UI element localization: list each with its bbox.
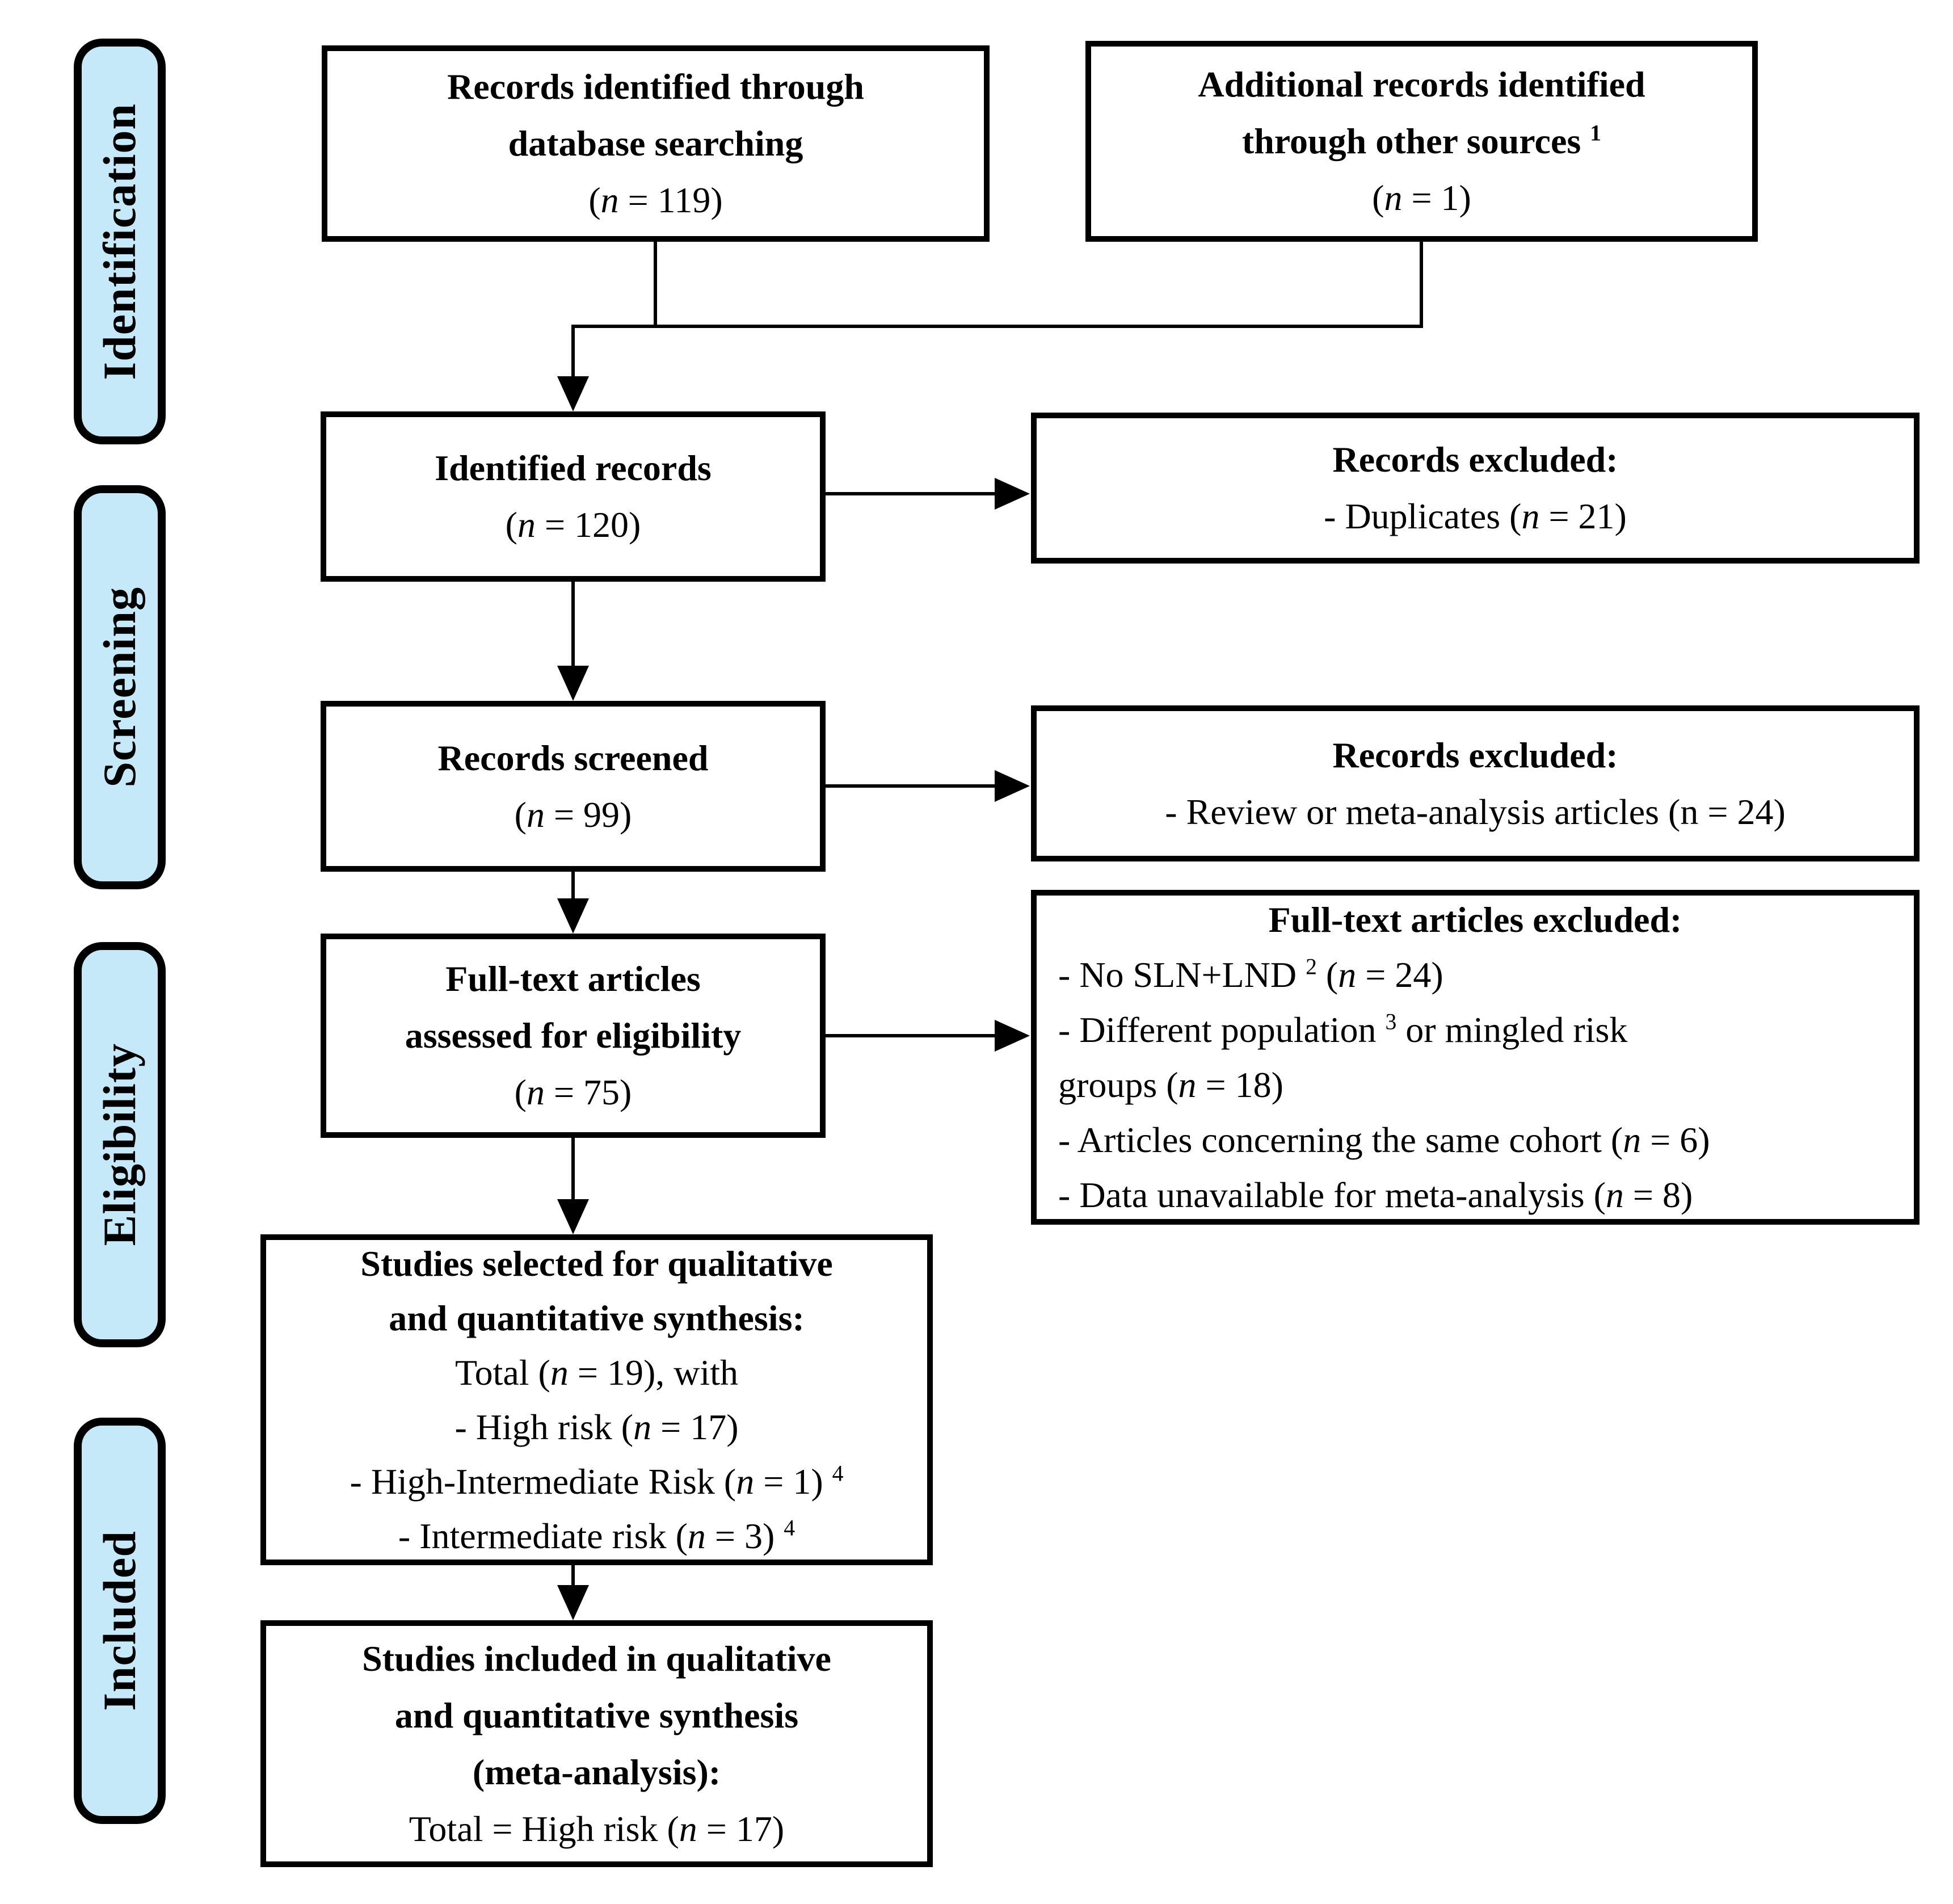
box-line: - High risk (n = 17) [454, 1406, 739, 1447]
box-fulltext-excluded: Full-text articles excluded: - No SLN+LN… [1031, 890, 1920, 1225]
arrowhead-fulltext-to-selected [557, 1199, 589, 1234]
stage-identification: Identification [74, 39, 166, 444]
box-title: Full-text articles excluded: [1268, 900, 1682, 940]
box-count: (n = 1) [1372, 178, 1471, 218]
box-title: Records excluded: [1332, 439, 1618, 480]
box-records-excluded-duplicates: Records excluded: - Duplicates (n = 21) [1031, 413, 1920, 564]
box-studies-included-meta-analysis: Studies included in qualitative and quan… [260, 1620, 933, 1867]
box-title-line: (meta-analysis): [472, 1751, 721, 1792]
stage-eligibility: Eligibility [74, 942, 166, 1347]
connector-from-other-sources [1420, 241, 1423, 327]
box-title-line: and quantitative synthesis: [389, 1297, 805, 1338]
box-line: Records identified through [447, 66, 864, 107]
box-line: assessed for eligibility [405, 1015, 742, 1056]
box-title: Records excluded: [1332, 734, 1618, 775]
arrowhead-selected-to-included [557, 1585, 589, 1620]
box-identified-records: Identified records (n = 120) [321, 411, 826, 582]
box-line: Total (n = 19), with [454, 1352, 739, 1393]
box-line: through other sources 1 [1241, 120, 1602, 161]
arrow-screened-to-excluded-reviews [824, 784, 997, 788]
box-additional-records-other-sources: Additional records identified through ot… [1085, 41, 1758, 242]
box-line: - Different population 3 or mingled risk [1058, 1009, 1628, 1050]
stage-label: Eligibility [94, 1043, 145, 1246]
arrowhead-screened-to-excluded-reviews [995, 770, 1030, 802]
arrow-identified-to-excluded-duplicates [824, 492, 997, 495]
box-records-screened: Records screened (n = 99) [321, 701, 826, 872]
box-title-line: Studies included in qualitative [362, 1638, 831, 1679]
arrow-fulltext-to-selected [571, 1137, 575, 1202]
box-records-database-searching: Records identified through database sear… [322, 45, 990, 242]
stage-label: Screening [94, 587, 145, 788]
box-count: (n = 75) [514, 1072, 632, 1112]
box-line: - Articles concerning the same cohort (n… [1058, 1120, 1710, 1160]
box-line: - High-Intermediate Risk (n = 1) 4 [350, 1461, 844, 1502]
box-line: - Intermediate risk (n = 3) 4 [398, 1515, 795, 1556]
box-line: - No SLN+LND 2 (n = 24) [1058, 954, 1443, 995]
stage-included: Included [74, 1418, 166, 1824]
box-line: groups (n = 18) [1058, 1065, 1283, 1105]
box-count: (n = 120) [505, 505, 641, 545]
arrow-selected-to-included [571, 1564, 575, 1590]
box-line: Full-text articles [445, 959, 701, 999]
arrowhead-to-identified [557, 376, 589, 411]
arrow-screened-to-fulltext [571, 871, 575, 902]
box-line: - Review or meta-analysis articles (n = … [1165, 791, 1786, 832]
stage-label: Identification [94, 103, 145, 380]
connector-from-db-search [654, 241, 657, 327]
arrowhead-identified-to-excluded-duplicates [995, 478, 1030, 510]
arrowhead-identified-to-screened [557, 666, 589, 701]
stage-label: Included [94, 1531, 145, 1711]
box-studies-selected: Studies selected for qualitative and qua… [260, 1234, 933, 1565]
arrow-identified-to-screened [571, 581, 575, 667]
box-line: - Duplicates (n = 21) [1324, 496, 1627, 536]
stage-screening: Screening [74, 485, 166, 889]
connector-merge-horizontal [571, 325, 1423, 328]
box-line: Records screened [437, 737, 709, 778]
box-count: (n = 119) [588, 180, 723, 220]
box-line: Additional records identified [1198, 64, 1645, 104]
box-line: Identified records [435, 448, 712, 488]
box-line: Total = High risk (n = 17) [409, 1808, 785, 1849]
box-title-line: Studies selected for qualitative [360, 1243, 833, 1284]
arrowhead-screened-to-fulltext [557, 898, 589, 934]
arrow-fulltext-to-fulltext-excluded [824, 1034, 997, 1037]
box-line: - Data unavailable for meta-analysis (n … [1058, 1175, 1693, 1215]
box-records-excluded-reviews: Records excluded: - Review or meta-analy… [1031, 705, 1920, 861]
box-line: database searching [508, 123, 803, 163]
arrowhead-fulltext-to-fulltext-excluded [995, 1020, 1030, 1052]
connector-to-identified [571, 325, 575, 379]
box-title-line: and quantitative synthesis [394, 1695, 799, 1735]
box-count: (n = 99) [514, 794, 632, 835]
box-fulltext-assessed: Full-text articles assessed for eligibil… [321, 934, 826, 1138]
